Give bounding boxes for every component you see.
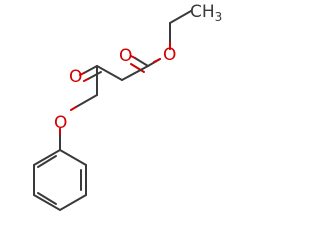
bond-segment-o-ester-right	[153, 58, 161, 63]
bond-ester-double-2	[130, 63, 145, 73]
ring-double-3	[37, 155, 57, 168]
ketone-oxygen-label: O	[69, 67, 82, 87]
bond-segment-ether-top	[70, 106, 77, 111]
oxygen-bond-segments	[59, 42, 171, 135]
ether-oxygen-label: O	[54, 113, 67, 133]
bond-ketone-double-1	[83, 65, 98, 74]
benzene-ring	[33, 148, 87, 212]
molecule-diagram: CH3 O O O O	[33, 2, 222, 212]
bond-segment-carbonyl	[130, 55, 136, 59]
bonds	[33, 10, 192, 212]
ring-double-2	[37, 192, 57, 205]
bond-ester-double-1	[134, 57, 149, 67]
bond-ch2-ketone	[96, 65, 123, 81]
bond-ester-c-ch2	[121, 65, 149, 81]
bond-segment-ketone-2	[83, 78, 89, 82]
bond-segment-ketone-1	[79, 72, 85, 76]
bond-c1-ch3	[169, 10, 192, 24]
bond-ch2-ether-o	[75, 94, 98, 108]
carbonyl-oxygen-label: O	[119, 46, 132, 66]
ester-oxygen-label: O	[163, 45, 176, 65]
ch3-label: CH3	[190, 2, 222, 24]
structure-canvas: CH3 O O O O	[33, 2, 223, 212]
bond-ketone-double-2	[87, 71, 102, 80]
